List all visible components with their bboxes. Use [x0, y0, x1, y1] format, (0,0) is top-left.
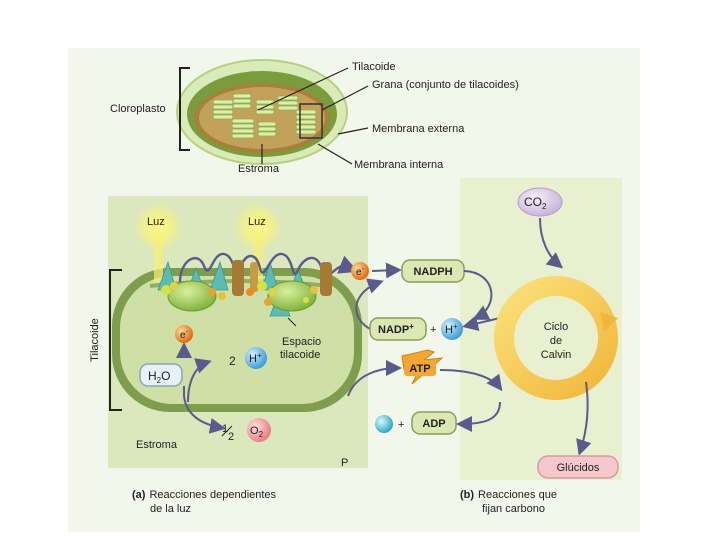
electron-ball-inner — [175, 325, 193, 343]
nadph-label: NADPH — [413, 266, 452, 278]
electron-ball-outer — [351, 262, 369, 280]
espacio-leader — [287, 317, 297, 327]
glucidos-label: Glúcidos — [557, 462, 600, 474]
membrana-externa-label: Membrana externa — [372, 123, 465, 135]
plus-sign-1: + — [430, 324, 436, 336]
o2-label: O2 — [250, 425, 264, 439]
tilacoide-label: Tilacoide — [352, 61, 396, 73]
light-glow-2 — [234, 203, 282, 251]
light-beam-2 — [254, 236, 263, 282]
atp-label: ATP — [409, 363, 430, 375]
atp-box — [404, 360, 436, 376]
adp-box — [411, 411, 457, 435]
arrow-atp-to-calvin — [439, 369, 503, 392]
arrow-calvin-to-nadp — [462, 315, 501, 332]
arrow-calvin-to-adp — [456, 401, 501, 432]
cloroplasto-label: Cloroplasto — [110, 103, 166, 115]
plus-sign-2: + — [398, 419, 404, 431]
proton-ball-inner — [245, 347, 267, 369]
h2o-label: H2O — [148, 369, 170, 385]
oxygen-ball — [247, 418, 271, 442]
calvin-ring-arrowhead — [600, 312, 618, 332]
leader-lines-top — [257, 67, 369, 165]
arrow-adp-to-atp — [347, 360, 402, 397]
adp-label: ADP — [422, 418, 445, 430]
proton-ball-outer — [441, 318, 463, 340]
luz-label-1: Luz — [147, 216, 165, 228]
tilacoide-bracket — [109, 269, 122, 411]
p-label: P — [341, 457, 348, 469]
grana-label: Grana (conjunto de tilacoides) — [372, 79, 519, 91]
photosystem-2 — [167, 280, 217, 312]
estroma-top-label: Estroma — [238, 163, 280, 175]
arrow-calvin-to-glucidos — [576, 381, 592, 456]
chloroplast-illustration — [176, 59, 348, 165]
half-num: 1 — [222, 423, 228, 435]
glucidos-box — [537, 455, 619, 479]
arrow-to-o2 — [183, 386, 226, 434]
membrane-proteins — [232, 260, 332, 296]
caption-a-line2: de la luz — [150, 503, 191, 515]
pigment-molecules — [161, 281, 318, 306]
caption-b-line2: fijan carbono — [482, 503, 545, 515]
h2o-box — [139, 363, 183, 387]
calvin-cycle-ring — [494, 276, 618, 400]
arrow-nadph-to-calvin — [463, 270, 493, 320]
two-label: 2 — [229, 354, 236, 368]
arrow-to-h — [187, 358, 212, 403]
tilacoide-side-label: Tilacoide — [89, 318, 101, 362]
half-slash — [221, 425, 233, 437]
nadp-box — [369, 317, 427, 341]
phosphate-ball — [375, 415, 393, 433]
electron-transport-chain — [178, 252, 349, 283]
co2-label: CO2 — [524, 195, 547, 211]
estroma-bottom-label: Estroma — [136, 439, 178, 451]
co2-bubble — [517, 187, 563, 217]
proton-inner-label: H+ — [249, 351, 262, 365]
half-den: 2 — [228, 431, 234, 443]
espacio-label-line2: tilacoide — [280, 349, 320, 361]
ciclo-line2: de — [550, 335, 562, 347]
light-glow-1 — [134, 203, 182, 251]
light-beam-1 — [154, 236, 163, 282]
espacio-label-line1: Espacio — [282, 336, 321, 348]
electron-inner-label: e- — [180, 329, 189, 341]
caption-a-line1: (a)Reacciones dependientes — [132, 489, 277, 501]
ciclo-line1: Ciclo — [544, 321, 568, 333]
luz-label-2: Luz — [248, 216, 266, 228]
arrow-nadp-to-nadph — [355, 278, 384, 331]
chloroplast-bracket — [179, 67, 190, 151]
ciclo-line3: Calvin — [541, 349, 572, 361]
membrana-interna-label: Membrana interna — [354, 159, 444, 171]
proton-outer-label: H+ — [445, 322, 458, 336]
nadp-label: NADP+ — [378, 322, 414, 336]
photosystem-1 — [267, 280, 317, 312]
electron-outer-label: e- — [356, 266, 365, 278]
caption-b-line1: (b)Reacciones que — [460, 489, 557, 501]
arrow-co2-to-calvin — [539, 217, 564, 269]
arrow-e-to-nadph — [371, 262, 402, 279]
